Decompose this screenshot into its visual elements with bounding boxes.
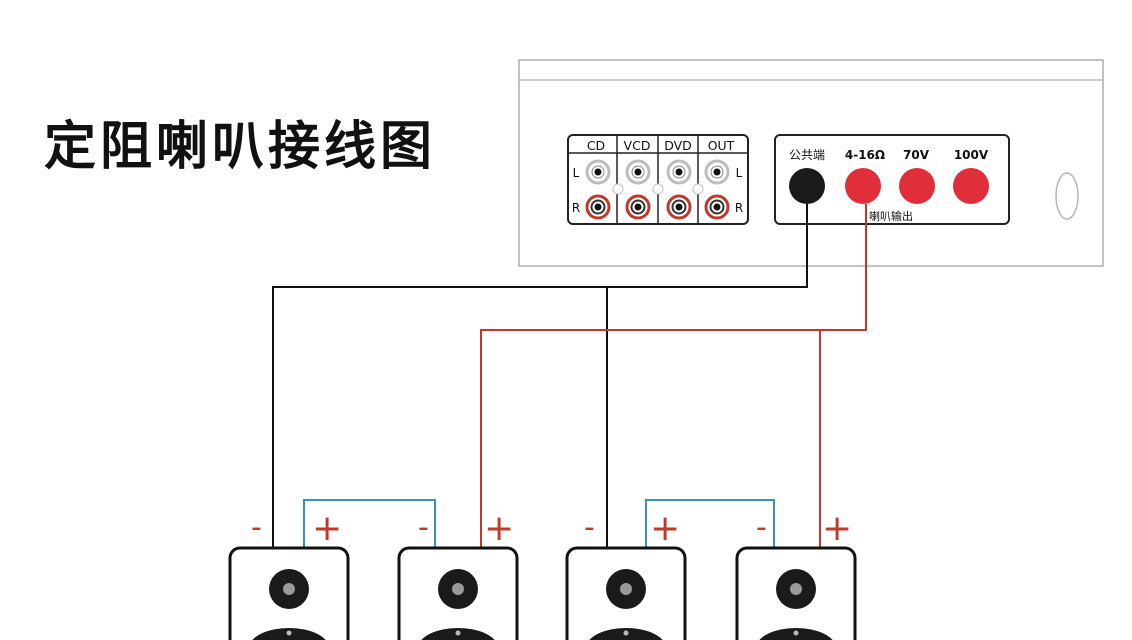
minus-sign: -: [251, 510, 262, 545]
terminal-label-4-16ohm: 4-16Ω: [845, 148, 885, 162]
rca-jack-right-cd[interactable]: [585, 194, 611, 220]
series-bridges: [303, 499, 775, 548]
power-socket-icon: [1055, 172, 1079, 220]
input-column-label-vcd: VCD: [624, 138, 651, 153]
input-panel: CD VCD DVD OUT L R L R: [567, 134, 749, 225]
speaker-output-label: 喇叭输出: [869, 209, 913, 223]
signal-wire-left: [480, 204, 867, 548]
tweeter-dome: [620, 583, 632, 595]
rca-jack-left-vcd[interactable]: [625, 159, 651, 185]
woofer-dustcap: [623, 630, 629, 636]
speaker-3: [565, 546, 687, 640]
row-label-left: L: [736, 166, 743, 180]
input-column-label-cd: CD: [587, 138, 605, 153]
terminal-label-70v: 70V: [903, 148, 930, 162]
terminal-label-100v: 100V: [954, 148, 989, 162]
polarity-marks: - + - + - + - +: [251, 508, 852, 549]
woofer-dustcap: [455, 630, 461, 636]
rca-jack-right-out[interactable]: [704, 194, 730, 220]
separator-dot: [612, 183, 624, 195]
plus-sign: +: [312, 508, 342, 549]
terminal-label-common: 公共端: [789, 148, 825, 162]
tweeter-dome: [283, 583, 295, 595]
input-column-label-dvd: DVD: [664, 138, 692, 153]
series-bridge-right: [645, 499, 775, 548]
terminal-70v[interactable]: [899, 168, 935, 204]
rca-jack-right-dvd[interactable]: [666, 194, 692, 220]
plus-sign: +: [822, 508, 852, 549]
common-wire-left: [272, 204, 808, 548]
separator-dot: [652, 183, 664, 195]
separator-dot: [692, 183, 704, 195]
speaker-4: [735, 546, 857, 640]
tweeter-dome: [790, 583, 802, 595]
rca-jack-right-vcd[interactable]: [625, 194, 651, 220]
plus-sign: +: [650, 508, 680, 549]
signal-wiring: [480, 204, 867, 548]
minus-sign: -: [756, 510, 767, 545]
woofer-dustcap: [286, 630, 292, 636]
woofer-dustcap: [793, 630, 799, 636]
minus-sign: -: [584, 510, 595, 545]
terminal-100v[interactable]: [953, 168, 989, 204]
common-terminal[interactable]: [789, 168, 825, 204]
rca-jack-left-cd[interactable]: [585, 159, 611, 185]
minus-sign: -: [418, 510, 429, 545]
tweeter-dome: [452, 583, 464, 595]
output-panel-frame: [774, 134, 1010, 225]
diagram-title: 定阻喇叭接线图: [44, 117, 437, 177]
speaker-2: [397, 546, 519, 640]
input-column-label-out: OUT: [708, 138, 735, 153]
rca-jack-left-out[interactable]: [704, 159, 730, 185]
speaker-output-panel: 公共端 4-16Ω 70V 100V 喇叭输出: [774, 134, 1010, 225]
row-label-right: R: [735, 201, 743, 215]
series-bridge-left: [303, 499, 436, 548]
rca-jack-left-dvd[interactable]: [666, 159, 692, 185]
row-label-left: L: [573, 166, 580, 180]
plus-sign: +: [484, 508, 514, 549]
row-label-right: R: [572, 201, 580, 215]
terminal-4-16ohm[interactable]: [845, 168, 881, 204]
speaker-1: [228, 546, 350, 640]
